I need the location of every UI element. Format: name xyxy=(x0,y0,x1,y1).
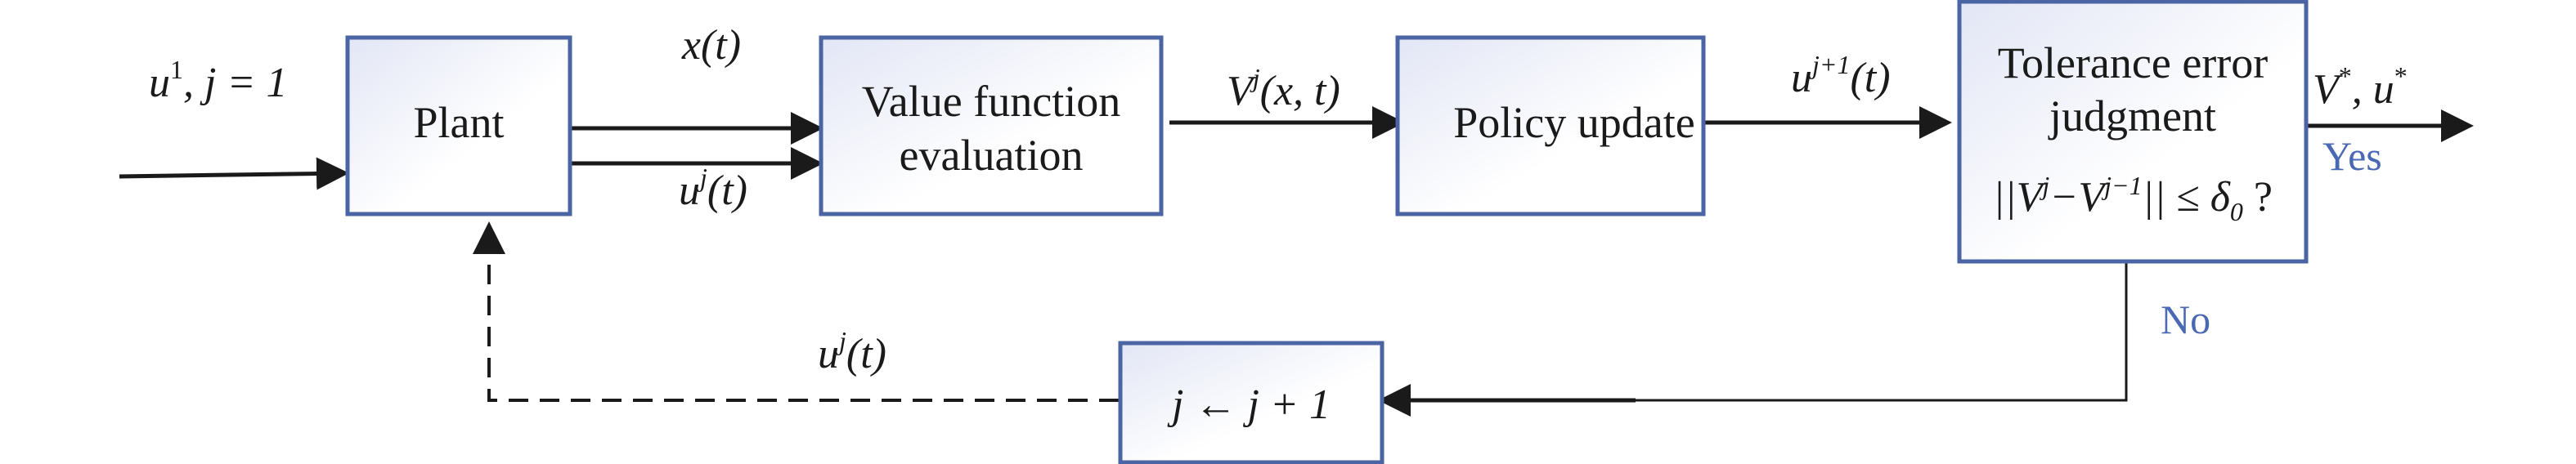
yes-branch-label: Yes xyxy=(2322,133,2382,179)
tolerance-condition: ||Vj−Vj−1|| ≤ δ0 ? xyxy=(1993,171,2273,226)
tolerance-label-1: Tolerance error xyxy=(1998,38,2269,87)
tolerance-label-2: judgment xyxy=(2048,91,2216,141)
input-arrow xyxy=(119,157,349,190)
tolerance-block xyxy=(1957,0,2309,264)
value-evaluation-block xyxy=(819,35,1164,216)
no-branch-line xyxy=(1380,261,2128,402)
increment-block xyxy=(1118,341,1384,464)
input-label: u1, j = 1 xyxy=(149,55,288,106)
feedback-label: uj(t) xyxy=(818,326,886,377)
plant-block xyxy=(345,35,572,216)
value-eval-label-1: Value function xyxy=(862,77,1120,126)
value-label: Vj(x, t) xyxy=(1227,63,1340,114)
plant-label: Plant xyxy=(413,98,504,147)
state-label: x(t) xyxy=(681,22,741,69)
policy-update-label: Policy update xyxy=(1453,98,1694,147)
policy-update-block xyxy=(1395,35,1706,216)
increment-label: j ← j + 1 xyxy=(1167,381,1331,428)
next-control-label: uj+1(t) xyxy=(1791,50,1891,101)
value-eval-label-2: evaluation xyxy=(900,131,1084,180)
feedback-dashed-arrow xyxy=(473,221,1119,402)
output-label: V*, u* xyxy=(2313,61,2408,113)
control-label: uj(t) xyxy=(679,163,747,214)
no-branch-label: No xyxy=(2161,297,2210,342)
